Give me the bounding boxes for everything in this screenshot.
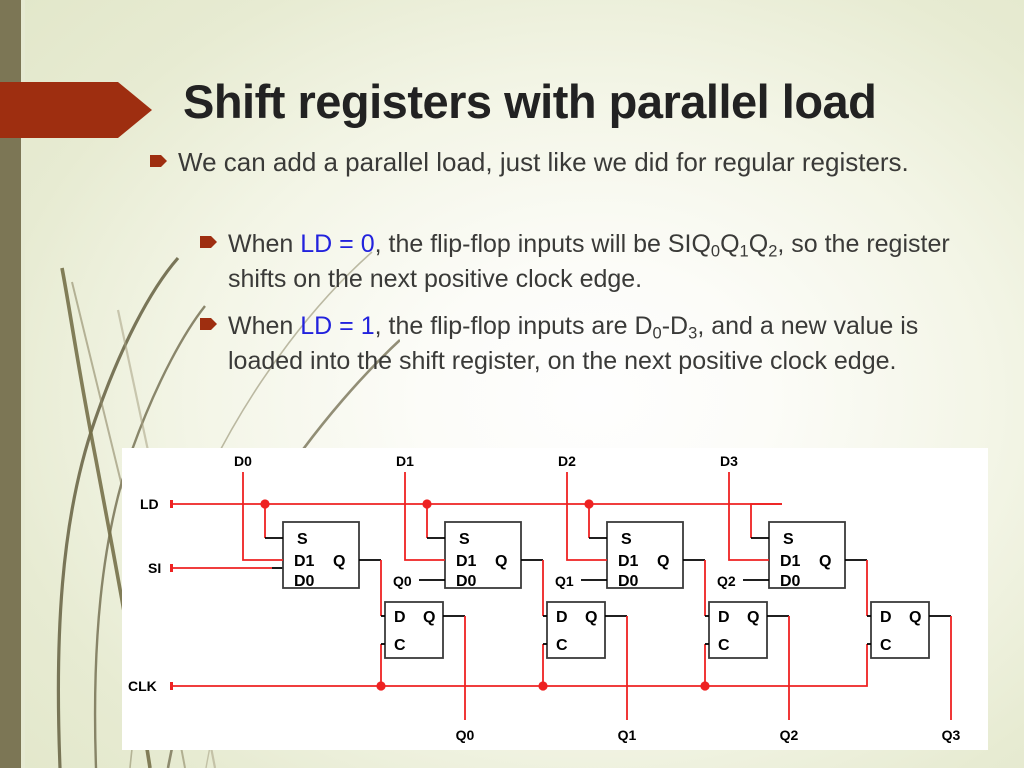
- data-input-wire-1: [404, 472, 445, 561]
- bullet-2-q2: Q: [748, 230, 769, 258]
- flipflop-2: [708, 601, 768, 659]
- flipflop-1: [546, 601, 606, 659]
- output-label-1: Q1: [618, 727, 637, 743]
- mux-2-d0-source-label: Q1: [555, 573, 574, 589]
- bullet-2-sub2: 1: [739, 242, 749, 261]
- left-sidebar-stripe: [0, 0, 21, 768]
- clk-input-terminal: [170, 682, 173, 690]
- mux-2: [606, 521, 684, 589]
- flipflop-2-c-label: C: [718, 637, 730, 654]
- bullet-2-mid: , the flip-flop inputs will be SIQ: [374, 230, 711, 258]
- flipflop-1-c-label: C: [556, 637, 568, 654]
- flipflop-1-d-label: D: [556, 609, 568, 626]
- mux-3-d0-source-label: Q2: [717, 573, 736, 589]
- input-label-si: SI: [148, 560, 161, 576]
- bullet-item-3: When LD = 1, the flip-flop inputs are D0…: [200, 310, 990, 378]
- mux-0-d1-label: D1: [294, 553, 315, 570]
- title-accent-arrow: [0, 82, 152, 138]
- mux-2-d1-label: D1: [618, 553, 639, 570]
- data-input-label-2: D2: [558, 453, 576, 469]
- flipflop-0-c-label: C: [394, 637, 406, 654]
- bullet-2-text: When LD = 0, the flip-flop inputs will b…: [228, 228, 990, 296]
- mux-0-d0-label: D0: [294, 573, 315, 590]
- bullet-arrow-icon: [200, 236, 217, 248]
- data-input-label-1: D1: [396, 453, 414, 469]
- mux-1: [444, 521, 522, 589]
- mux-3-s-label: S: [783, 531, 794, 548]
- flipflop-1-q-label: Q: [585, 609, 597, 626]
- output-label-0: Q0: [456, 727, 475, 743]
- mux-3-d0-label: D0: [780, 573, 801, 590]
- data-input-label-0: D0: [234, 453, 252, 469]
- flipflop-0-q-label: Q: [423, 609, 435, 626]
- bullet-2-pre: When: [228, 230, 301, 258]
- page-title: Shift registers with parallel load: [183, 75, 877, 128]
- flipflop-0-d-label: D: [394, 609, 406, 626]
- bullet-arrow-icon: [150, 155, 167, 167]
- shift-register-schematic: LDSICLKSD1D0QDCQD0Q0SD1D0QDCQD1Q0Q1SD1D0…: [128, 453, 961, 743]
- flipflop-3-q-label: Q: [909, 609, 921, 626]
- bullet-3-pre: When: [228, 312, 301, 340]
- mux-3-d1-label: D1: [780, 553, 801, 570]
- bullet-item-2: When LD = 0, the flip-flop inputs will b…: [200, 228, 990, 296]
- bullet-3-text: When LD = 1, the flip-flop inputs are D0…: [228, 310, 990, 378]
- si-input-terminal: [170, 564, 173, 572]
- bullet-item-1: We can add a parallel load, just like we…: [150, 146, 980, 179]
- bullet-3-dash: -D: [661, 312, 689, 340]
- flipflop-0: [384, 601, 444, 659]
- bullet-3-highlight: LD = 1: [300, 312, 375, 340]
- ld-input-terminal: [170, 500, 173, 508]
- title-arrow-body: [0, 82, 118, 138]
- mux-3-q-label: Q: [819, 553, 831, 570]
- bullet-3-mid: , the flip-flop inputs are D: [374, 312, 653, 340]
- bullet-2-sub1: 0: [710, 242, 721, 261]
- mux-1-d1-label: D1: [456, 553, 477, 570]
- mux-0: [282, 521, 360, 589]
- bullet-1-text: We can add a parallel load, just like we…: [178, 147, 909, 177]
- data-input-label-3: D3: [720, 453, 738, 469]
- flipflop-3-c-label: C: [880, 637, 892, 654]
- mux-1-d0-source-label: Q0: [393, 573, 412, 589]
- mux-3: [768, 521, 846, 589]
- title-arrow-tip: [118, 82, 152, 138]
- mux-1-q-label: Q: [495, 553, 507, 570]
- bullet-2-sub3: 2: [768, 242, 778, 261]
- bullet-arrow-icon: [200, 318, 217, 330]
- mux-2-s-label: S: [621, 531, 632, 548]
- output-label-3: Q3: [942, 727, 961, 743]
- mux-0-s-label: S: [297, 531, 308, 548]
- left-accent-stripe: [21, 0, 25, 768]
- mux-2-d0-label: D0: [618, 573, 639, 590]
- flipflop-3-d-label: D: [880, 609, 892, 626]
- input-label-ld: LD: [140, 496, 159, 512]
- flipflop-3: [870, 601, 930, 659]
- data-input-wire-2: [566, 472, 607, 561]
- bullet-3-sub2: 3: [688, 324, 698, 343]
- bullet-2-post: , so the register shifts on the next pos…: [228, 230, 950, 294]
- ld-end-wire: [750, 503, 782, 538]
- input-label-clk: CLK: [128, 678, 157, 694]
- mux-1-d0-label: D0: [456, 573, 477, 590]
- bullet-2-highlight: LD = 0: [300, 230, 375, 258]
- data-input-wire-3: [728, 472, 769, 561]
- flipflop-2-q-label: Q: [747, 609, 759, 626]
- bullet-3-sub1: 0: [652, 324, 662, 343]
- mux-0-q-label: Q: [333, 553, 345, 570]
- flipflop-2-d-label: D: [718, 609, 730, 626]
- bullet-2-q1: Q: [720, 230, 740, 258]
- mux-1-s-label: S: [459, 531, 470, 548]
- output-label-2: Q2: [780, 727, 799, 743]
- clk-end-wire: [862, 644, 868, 687]
- bullet-3-post: , and a new value is loaded into the shi…: [228, 312, 919, 376]
- mux-2-q-label: Q: [657, 553, 669, 570]
- data-input-wire-0: [242, 472, 283, 561]
